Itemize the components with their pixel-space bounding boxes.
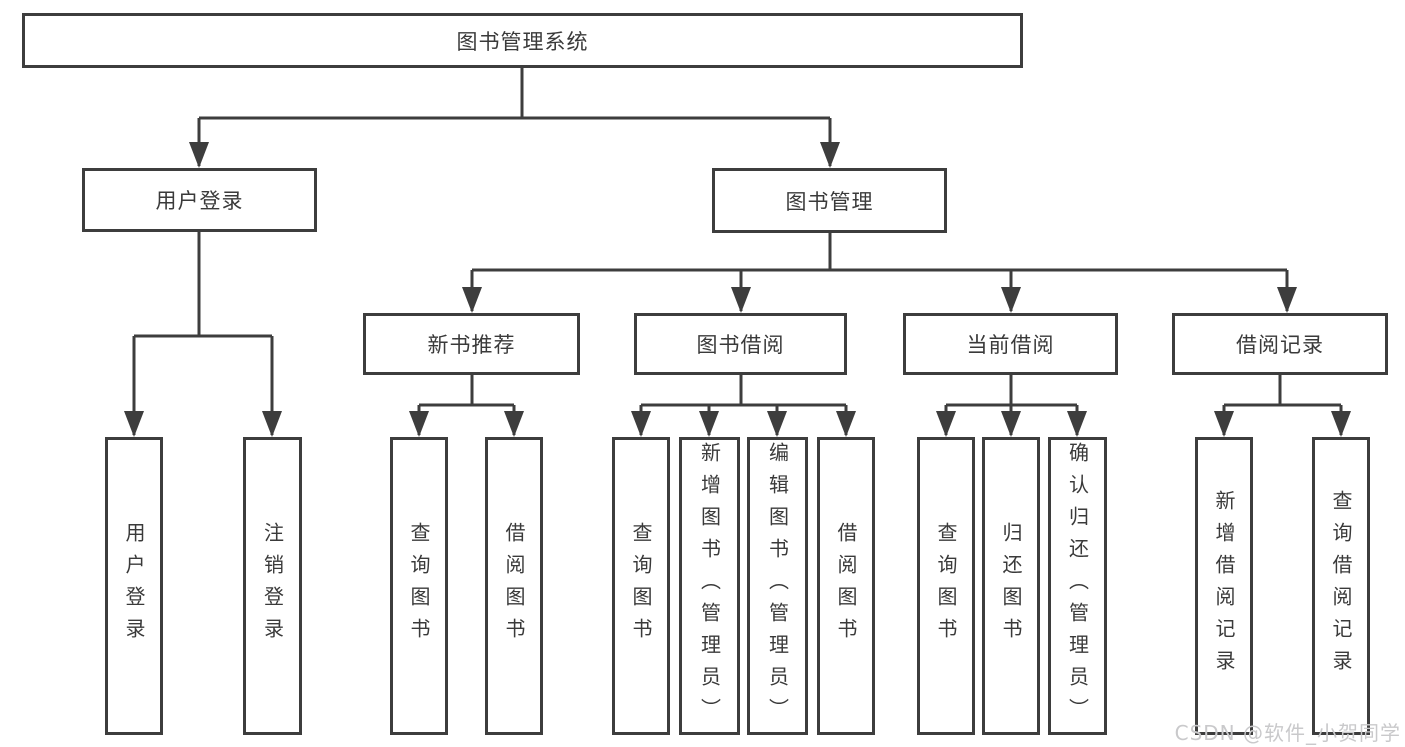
arrowhead [1001, 411, 1021, 437]
node-user-login: 用户登录 [82, 168, 317, 232]
arrowhead [1001, 287, 1021, 313]
leaf-label: 查询借阅记录 [1329, 490, 1353, 682]
arrowhead [462, 287, 482, 313]
connector-book-management [462, 233, 1297, 313]
arrowhead [836, 411, 856, 437]
leaf-add-books-admin: 新增图书（管理员） [679, 437, 740, 735]
arrowhead [409, 411, 429, 437]
arrowhead [731, 287, 751, 313]
leaf-query-books-borrow: 查询图书 [612, 437, 670, 735]
arrowhead [1067, 411, 1087, 437]
arrowhead [262, 411, 282, 437]
arrowhead [1331, 411, 1351, 437]
arrowhead [504, 411, 524, 437]
arrowhead [189, 142, 209, 168]
leaf-user-login: 用户登录 [105, 437, 163, 735]
leaf-borrow-books: 借阅图书 [817, 437, 875, 735]
leaf-label: 新增图书（管理员） [697, 442, 722, 730]
leaf-query-borrow-record: 查询借阅记录 [1312, 437, 1370, 735]
leaf-query-books-recommend: 查询图书 [390, 437, 448, 735]
leaf-label: 查询图书 [407, 522, 431, 650]
arrowhead [699, 411, 719, 437]
node-new-book-recommendation: 新书推荐 [363, 313, 580, 375]
leaf-label: 查询图书 [629, 522, 653, 650]
leaf-add-borrow-record: 新增借阅记录 [1195, 437, 1253, 735]
arrowhead [820, 142, 840, 168]
leaf-label: 查询图书 [934, 522, 958, 650]
connector-new-book-recommendation [409, 375, 524, 437]
leaf-borrow-books-recommend: 借阅图书 [485, 437, 543, 735]
arrowhead [1214, 411, 1234, 437]
leaf-label: 新增借阅记录 [1212, 490, 1236, 682]
connector-book-borrowing [631, 375, 856, 437]
arrowhead [124, 411, 144, 437]
connector-user-login [124, 232, 282, 437]
leaf-edit-books-admin: 编辑图书（管理员） [747, 437, 808, 735]
arrowhead [767, 411, 787, 437]
leaf-label: 归还图书 [999, 522, 1023, 650]
arrowhead [936, 411, 956, 437]
node-book-borrowing: 图书借阅 [634, 313, 847, 375]
node-book-management: 图书管理 [712, 168, 947, 233]
arrowhead [1277, 287, 1297, 313]
node-borrowing-records: 借阅记录 [1172, 313, 1388, 375]
leaf-query-books-current: 查询图书 [917, 437, 975, 735]
leaf-label: 编辑图书（管理员） [765, 442, 790, 730]
leaf-label: 借阅图书 [834, 522, 858, 650]
leaf-label: 确认归还（管理员） [1065, 442, 1090, 730]
connector-root [189, 68, 840, 168]
leaf-logout-login: 注销登录 [243, 437, 302, 735]
connector-current-borrowing [936, 375, 1087, 437]
arrowhead [631, 411, 651, 437]
connector-borrowing-records [1214, 375, 1351, 437]
leaf-label: 借阅图书 [502, 522, 526, 650]
leaf-label: 用户登录 [122, 522, 146, 650]
leaf-confirm-return-admin: 确认归还（管理员） [1048, 437, 1107, 735]
csdn-watermark: CSDN @软件_小贺同学 [1174, 721, 1401, 745]
leaf-return-books: 归还图书 [982, 437, 1040, 735]
node-current-borrowing: 当前借阅 [903, 313, 1118, 375]
leaf-label: 注销登录 [260, 522, 285, 650]
node-root: 图书管理系统 [22, 13, 1023, 68]
